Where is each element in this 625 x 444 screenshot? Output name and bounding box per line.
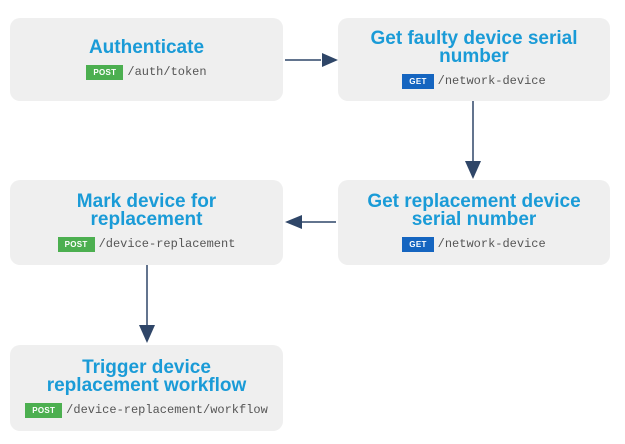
step-mark-device-for-replacement: Mark device for replacement POST /device…: [10, 180, 283, 265]
endpoint: POST /device-replacement: [57, 237, 236, 252]
method-badge-post: POST: [57, 237, 95, 252]
step-title: Get replacement device serial number: [367, 191, 581, 230]
step-get-replacement-device-serial: Get replacement device serial number GET…: [338, 180, 610, 265]
step-title: Mark device for replacement: [76, 191, 217, 230]
arrow-authenticate-to-faulty-serial: [285, 53, 338, 67]
endpoint-path: /network-device: [437, 74, 546, 88]
step-title: Authenticate: [88, 37, 205, 58]
method-badge-get: GET: [402, 74, 434, 89]
method-badge-post: POST: [25, 402, 63, 418]
step-title: Trigger device replacement workflow: [46, 356, 247, 396]
endpoint: POST /auth/token: [86, 65, 207, 80]
step-authenticate: Authenticate POST /auth/token: [10, 18, 283, 101]
endpoint-path: /device-replacement/workflow: [66, 402, 268, 417]
endpoint: POST /device-replacement/workflow: [25, 402, 268, 418]
method-badge-post: POST: [86, 65, 124, 80]
arrow-mark-replacement-to-trigger-workflow: [139, 265, 155, 343]
endpoint-path: /device-replacement: [98, 237, 236, 251]
step-trigger-device-replacement-workflow: Trigger device replacement workflow POST…: [10, 345, 283, 431]
step-title: Get faulty device serial number: [370, 28, 578, 67]
arrow-faulty-serial-to-replacement-serial: [465, 101, 481, 179]
endpoint-path: /network-device: [437, 237, 546, 251]
method-badge-get: GET: [402, 237, 434, 252]
endpoint-path: /auth/token: [127, 65, 207, 79]
endpoint: GET /network-device: [402, 237, 546, 252]
arrow-replacement-serial-to-mark-replacement: [285, 215, 336, 229]
step-get-faulty-device-serial: Get faulty device serial number GET /net…: [338, 18, 610, 101]
endpoint: GET /network-device: [402, 74, 546, 89]
